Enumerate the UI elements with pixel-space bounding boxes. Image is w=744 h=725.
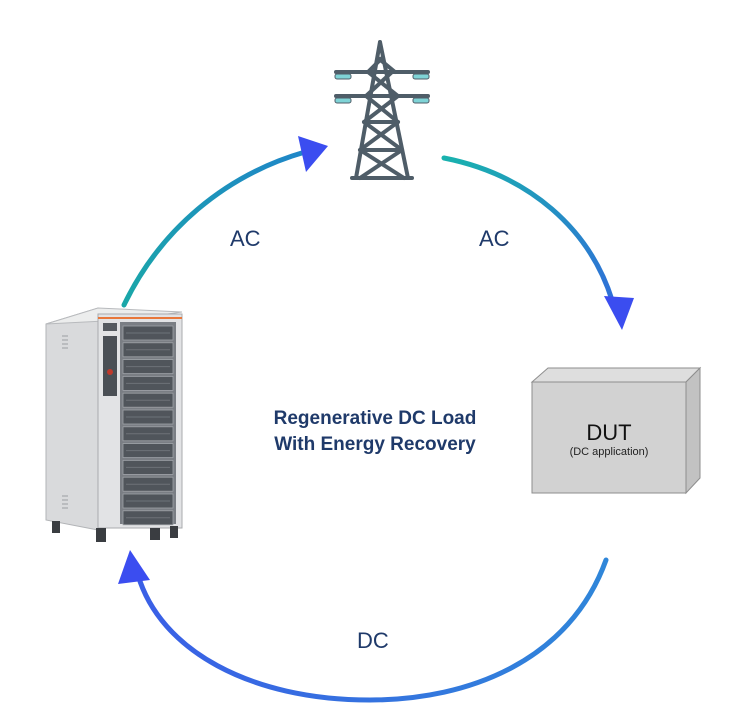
dut-title: DUT xyxy=(586,420,632,445)
dut-box xyxy=(530,366,702,495)
power-transmission-tower-icon xyxy=(334,40,430,180)
tower-insulators xyxy=(334,73,430,104)
ac-arrowhead-right xyxy=(604,296,634,330)
dc-label: DC xyxy=(357,628,389,653)
ac-arc-right xyxy=(441,155,615,303)
ac-arc-left xyxy=(121,149,308,308)
ac-label-left: AC xyxy=(230,226,261,251)
center-title-line2: With Energy Recovery xyxy=(274,434,476,455)
dc-arrowhead-bottom xyxy=(118,550,150,584)
center-title: Regenerative DC Load With Energy Recover… xyxy=(220,406,530,458)
ac-label-right: AC xyxy=(479,226,510,251)
dut-subtitle: (DC application) xyxy=(569,446,649,458)
regenerative-dc-load-cabinet xyxy=(45,307,183,542)
center-title-line1: Regenerative DC Load xyxy=(273,408,477,429)
ac-arrowhead-left xyxy=(298,136,328,172)
dc-arc-bottom xyxy=(135,557,609,703)
